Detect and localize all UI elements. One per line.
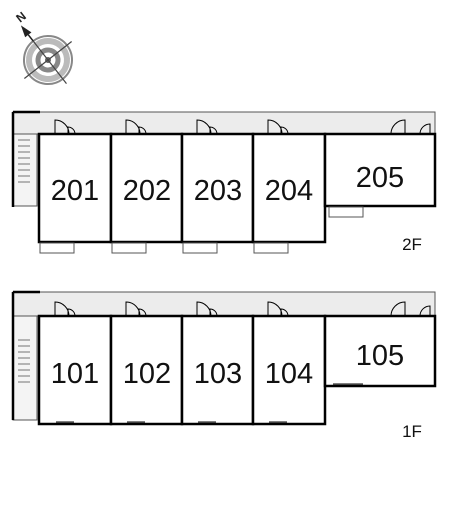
floor-2f-plan: 201 202 203 204 205 2F	[11, 110, 437, 254]
staircase-2f	[11, 110, 40, 207]
room-number-101: 101	[51, 358, 99, 390]
compass-north-label: N	[13, 9, 28, 25]
corridor-2f	[12, 111, 436, 135]
room-number-205: 205	[356, 162, 404, 194]
floor-1f-plan: 101 102 103 104 105 1F	[11, 290, 437, 441]
room-number-104: 104	[265, 358, 313, 390]
room-number-105: 105	[356, 340, 404, 372]
room-number-201: 201	[51, 175, 99, 207]
room-number-202: 202	[123, 175, 171, 207]
room-number-203: 203	[194, 175, 242, 207]
corridor-1f	[12, 291, 436, 317]
room-number-103: 103	[194, 358, 242, 390]
room-number-204: 204	[265, 175, 313, 207]
compass-rose-icon: N	[13, 9, 73, 85]
floor-label-2f: 2F	[402, 235, 422, 254]
room-number-102: 102	[123, 358, 171, 390]
floor-label-1f: 1F	[402, 422, 422, 441]
staircase-1f	[11, 290, 40, 421]
